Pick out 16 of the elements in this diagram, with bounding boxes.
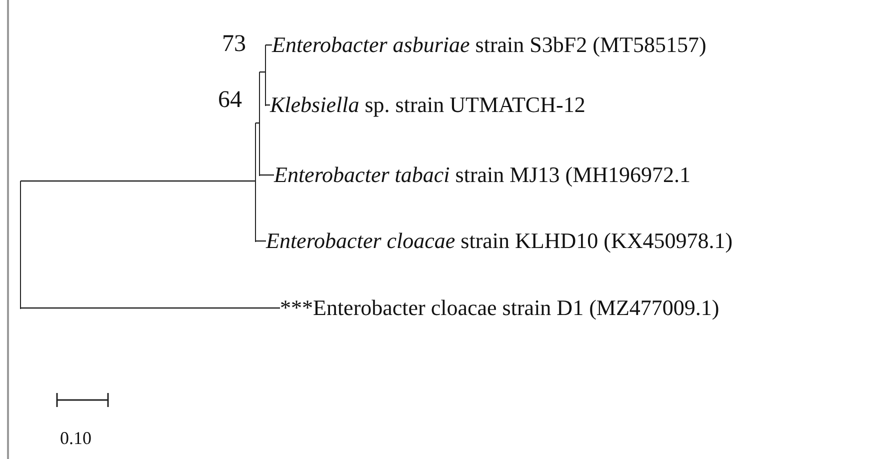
taxon-label: Klebsiella sp. strain UTMATCH-12 xyxy=(270,92,586,118)
tree-node-line xyxy=(259,72,260,176)
bootstrap-value: 73 xyxy=(222,31,246,57)
taxon-label: ***Enterobacter cloacae strain D1 (MZ477009.1) xyxy=(280,295,720,321)
taxon-label: Enterobacter asburiae strain S3bF2 (MT585157) xyxy=(272,32,706,58)
tree-node-line xyxy=(255,123,256,242)
branch-line xyxy=(260,174,274,176)
taxon-label: Enterobacter cloacae strain KLHD10 (KX450978.1) xyxy=(266,228,733,254)
scale-value: 0.10 xyxy=(60,428,92,448)
branch-line xyxy=(256,240,266,242)
bootstrap-value: 64 xyxy=(218,87,242,113)
tree-node-line xyxy=(265,45,266,106)
tree-node-line xyxy=(20,181,21,309)
branch-line xyxy=(20,180,256,182)
taxon-label: Enterobacter tabaci strain MJ13 (MH196972.1 xyxy=(274,162,691,188)
branch-line xyxy=(20,307,280,309)
